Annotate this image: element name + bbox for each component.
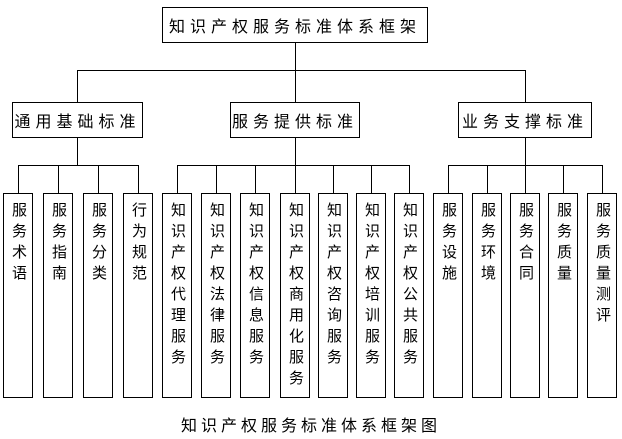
leaf-service-terms: 服务术语 xyxy=(3,193,33,398)
connector-drop xyxy=(18,165,19,193)
connector-drop xyxy=(371,165,372,193)
connector-drop xyxy=(216,165,217,193)
connector-mid-bus xyxy=(177,165,410,166)
connector-drop xyxy=(333,165,334,193)
connector-drop xyxy=(98,165,99,193)
leaf-ip-commercialization-service: 知识产权商用化服务 xyxy=(280,193,310,398)
root-box: 知识产权服务标准体系框架 xyxy=(162,7,428,43)
connector-left-stem xyxy=(77,138,78,165)
connector-drop xyxy=(487,165,488,193)
leaf-service-guide: 服务指南 xyxy=(43,193,73,398)
branch-box-service-provision-standards: 服务提供标准 xyxy=(230,102,360,138)
connector-drop xyxy=(177,165,178,193)
leaf-service-quality: 服务质量 xyxy=(548,193,578,398)
connector-drop xyxy=(58,165,59,193)
leaf-service-classification: 服务分类 xyxy=(83,193,113,398)
leaf-ip-agency-service: 知识产权代理服务 xyxy=(162,193,192,398)
connector-drop-right-branch xyxy=(525,70,526,102)
leaf-service-quality-evaluation: 服务质量测评 xyxy=(587,193,617,398)
branch-box-business-support-standards: 业务支撑标准 xyxy=(458,102,592,138)
leaf-ip-information-service: 知识产权信息服务 xyxy=(240,193,270,398)
branch-box-general-basic-standards: 通用基础标准 xyxy=(12,102,143,138)
connector-drop xyxy=(602,165,603,193)
leaf-conduct-norms: 行为规范 xyxy=(123,193,153,398)
connector-drop-left-branch xyxy=(77,70,78,102)
connector-drop xyxy=(409,165,410,193)
leaf-service-facilities: 服务设施 xyxy=(433,193,463,398)
leaf-service-environment: 服务环境 xyxy=(472,193,502,398)
leaf-ip-training-service: 知识产权培训服务 xyxy=(356,193,386,398)
connector-left-bus xyxy=(18,165,139,166)
connector-right-bus xyxy=(448,165,603,166)
connector-root-stem xyxy=(295,43,296,102)
leaf-ip-public-service: 知识产权公共服务 xyxy=(394,193,424,398)
connector-drop xyxy=(255,165,256,193)
diagram-caption: 知识产权服务标准体系框架图 xyxy=(180,418,441,435)
connector-drop xyxy=(448,165,449,193)
leaf-ip-legal-service: 知识产权法律服务 xyxy=(201,193,231,398)
leaf-ip-consulting-service: 知识产权咨询服务 xyxy=(318,193,348,398)
connector-drop xyxy=(138,165,139,193)
connector-drop xyxy=(563,165,564,193)
connector-level1-bus xyxy=(77,70,526,71)
leaf-service-contract: 服务合同 xyxy=(510,193,540,398)
